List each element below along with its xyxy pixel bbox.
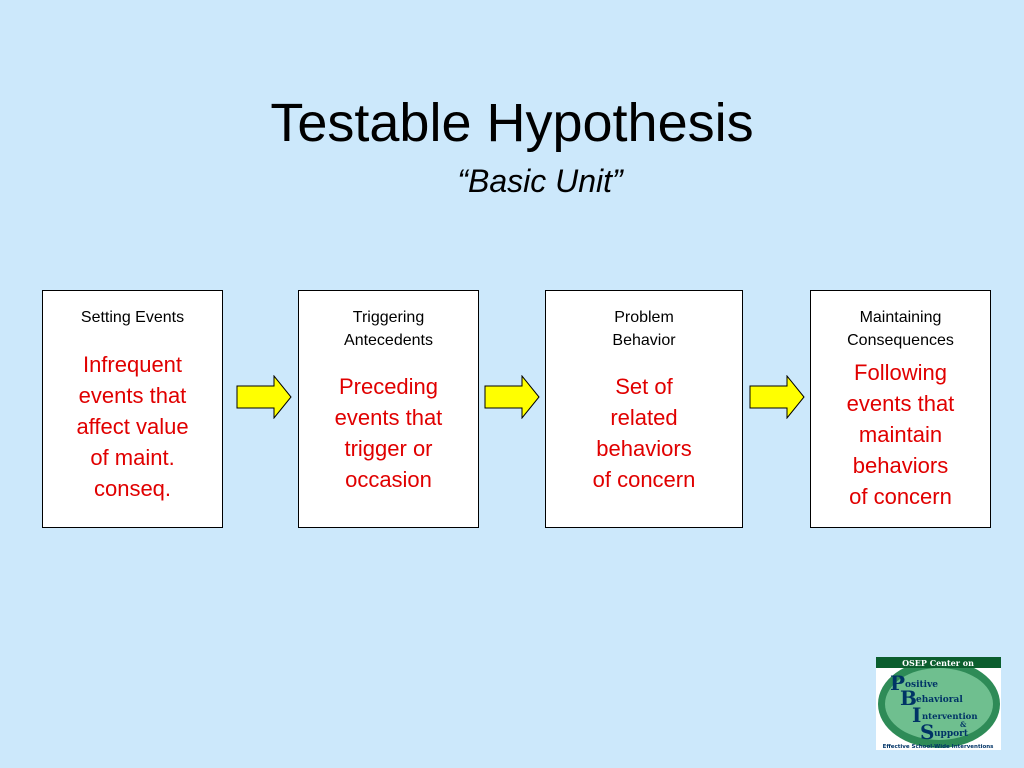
maintaining-consequences-heading: Maintaining Consequences xyxy=(847,309,954,349)
logo-letter-s: S xyxy=(920,720,934,744)
slide-title: Testable Hypothesis xyxy=(270,93,754,153)
maintaining-consequences-box: Maintaining Consequences Following event… xyxy=(810,290,991,528)
problem-behavior-box: Problem Behavior Set of related behavior… xyxy=(545,290,743,528)
setting-events-description: Infrequent events that affect value of m… xyxy=(76,352,189,501)
slide-subtitle: “Basic Unit” xyxy=(457,163,623,199)
pbis-logo: OSEP Center on P ositive B ehavioral I n… xyxy=(876,657,1001,750)
logo-letter-b: B xyxy=(900,686,917,710)
logo-top-text: OSEP Center on xyxy=(902,658,974,668)
setting-events-heading: Setting Events xyxy=(80,309,185,326)
logo-bottom-text: Effective School-Wide Interventions xyxy=(883,744,995,750)
logo-letter-p: P xyxy=(890,671,905,695)
triggering-antecedents-description: Preceding events that trigger or occasio… xyxy=(334,374,443,492)
logo-word-intervention: ntervention xyxy=(922,712,978,722)
setting-events-box: Setting Events Infrequent events that af… xyxy=(42,290,223,528)
triggering-antecedents-heading: Triggering Antecedents xyxy=(344,309,433,349)
logo-word-behavioral: ehavioral xyxy=(916,695,963,705)
problem-behavior-heading: Problem Behavior xyxy=(612,309,676,349)
triggering-antecedents-box: Triggering Antecedents Preceding events … xyxy=(298,290,479,528)
logo-letter-i: I xyxy=(912,703,921,727)
right-arrow-icon xyxy=(236,375,292,419)
logo-word-positive: ositive xyxy=(905,680,938,690)
right-arrow-icon xyxy=(484,375,540,419)
problem-behavior-description: Set of related behaviors of concern xyxy=(592,374,696,492)
logo-word-support: upport xyxy=(934,729,969,739)
maintaining-consequences-description: Following events that maintain behaviors… xyxy=(846,360,955,509)
right-arrow-icon xyxy=(749,375,805,419)
logo-ampersand: & xyxy=(960,720,967,729)
